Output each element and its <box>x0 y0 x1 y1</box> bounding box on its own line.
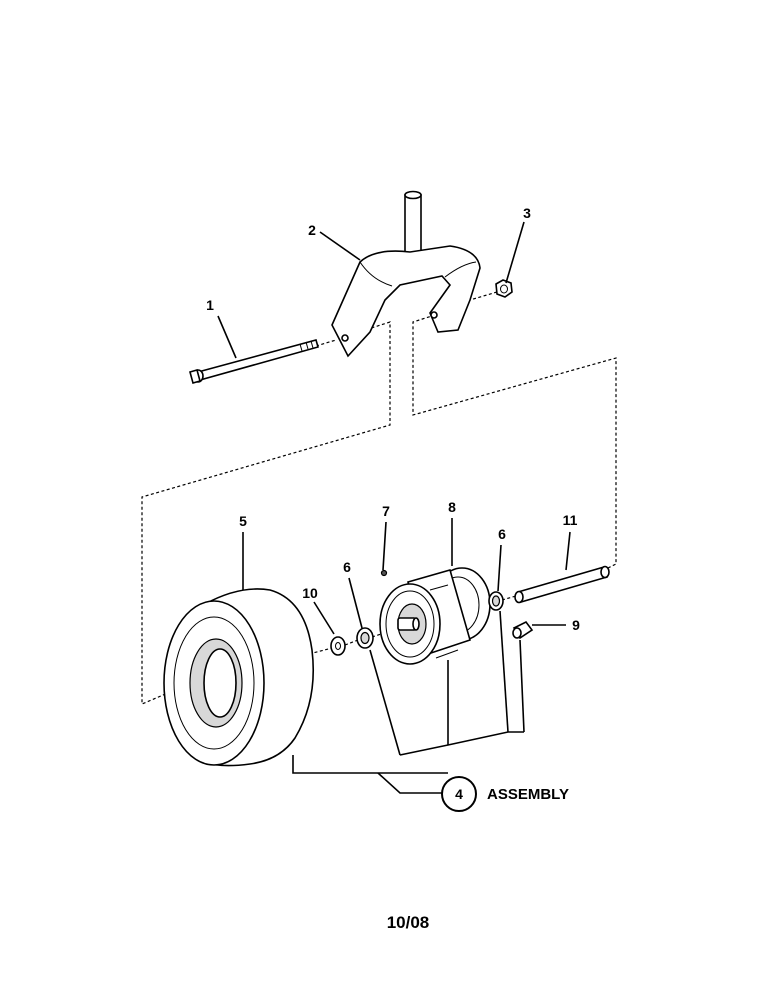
leader-lines <box>217 221 571 635</box>
tire-part-5 <box>163 588 315 767</box>
assembly-number: 4 <box>455 786 463 802</box>
callout-9: 9 <box>572 617 580 633</box>
callout-3: 3 <box>523 205 531 221</box>
callout-6-right: 6 <box>498 526 506 542</box>
callout-5: 5 <box>239 513 247 529</box>
caster-yoke-part-2 <box>331 190 481 358</box>
assembly-label: ASSEMBLY <box>487 786 569 803</box>
axle-sleeve-part-11 <box>514 565 610 604</box>
bearing-part-6-left <box>356 627 374 649</box>
fitting-part-7 <box>380 569 388 577</box>
callout-labels: 1 2 3 5 10 6 7 8 6 11 9 <box>206 205 580 633</box>
callout-1: 1 <box>206 297 214 313</box>
callout-11: 11 <box>563 512 578 528</box>
assembly-callout: 4 ASSEMBLY <box>441 776 569 812</box>
callout-7: 7 <box>382 503 390 519</box>
assembly-bracket <box>292 610 525 794</box>
wheel-rim-part-8 <box>379 567 491 665</box>
date-code: 10/08 <box>387 913 430 932</box>
valve-part-9 <box>512 620 534 640</box>
washer-part-10 <box>330 636 346 656</box>
nut-part-3 <box>495 279 513 298</box>
callout-2: 2 <box>308 222 316 238</box>
callout-8: 8 <box>448 499 456 515</box>
bolt-part-1 <box>189 339 319 384</box>
callout-10: 10 <box>302 585 318 601</box>
bearing-part-6-right <box>488 591 504 611</box>
alignment-lines <box>141 291 617 705</box>
callout-6-left: 6 <box>343 559 351 575</box>
